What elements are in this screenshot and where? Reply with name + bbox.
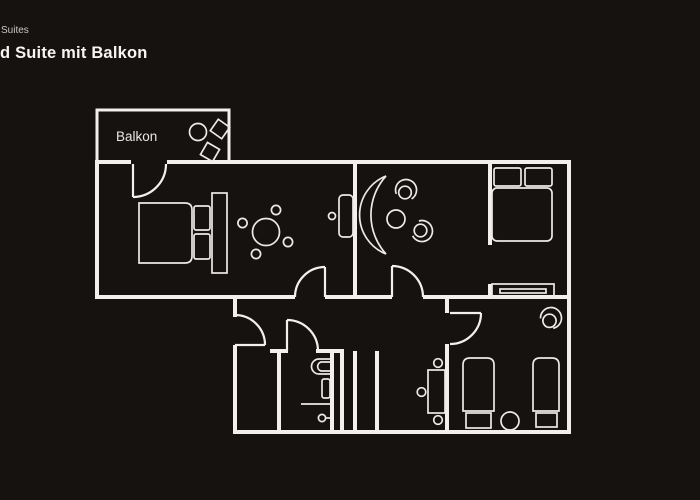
bed-pillow bbox=[465, 412, 492, 429]
vanity-stool bbox=[432, 357, 444, 369]
single-bed-mattress bbox=[532, 357, 560, 412]
sideboard-inner bbox=[499, 288, 547, 294]
dining-chair bbox=[250, 248, 262, 260]
balcony-label: Balkon bbox=[116, 129, 157, 144]
double-bed-mattress bbox=[138, 202, 193, 264]
bathroom bbox=[301, 358, 331, 423]
armchair-seat bbox=[397, 185, 413, 200]
twin-bedroom bbox=[462, 306, 563, 431]
living-room-door bbox=[390, 264, 425, 298]
coffee-table bbox=[386, 209, 406, 229]
bed-pillow bbox=[524, 167, 553, 187]
bed-pillow bbox=[493, 167, 522, 187]
double-bed-mattress bbox=[491, 187, 553, 242]
right-bedroom bbox=[491, 167, 555, 299]
armchair bbox=[539, 306, 563, 330]
walls bbox=[95, 108, 571, 434]
balcony: Balkon bbox=[116, 118, 231, 163]
living-room bbox=[358, 175, 434, 255]
dining-chair bbox=[237, 217, 248, 229]
curved-sofa bbox=[358, 175, 387, 255]
wall-lamp bbox=[327, 211, 337, 221]
toilet-seat bbox=[316, 361, 330, 372]
single-bed-mattress bbox=[462, 357, 495, 412]
shower-head bbox=[317, 413, 327, 423]
doors bbox=[131, 163, 483, 352]
dining-chair bbox=[270, 204, 282, 216]
page-title: d Suite mit Balkon bbox=[0, 44, 148, 62]
balcony-table bbox=[188, 122, 208, 142]
bed-pillow bbox=[193, 205, 211, 231]
bed-pillow bbox=[535, 412, 558, 428]
armchair bbox=[394, 178, 418, 200]
balcony-door bbox=[131, 163, 168, 199]
vanity-stool bbox=[416, 386, 427, 398]
balcony-walls bbox=[95, 108, 231, 162]
sink bbox=[321, 378, 331, 399]
left-room-door bbox=[293, 265, 327, 298]
dining-chair bbox=[282, 236, 294, 248]
left-bedroom bbox=[138, 192, 354, 274]
wall-tv bbox=[338, 194, 354, 238]
bed-headboard bbox=[211, 192, 228, 274]
balcony-chair bbox=[199, 141, 221, 163]
bathroom-inner-walls bbox=[330, 351, 379, 432]
toilet bbox=[310, 358, 330, 375]
vanity-stool bbox=[432, 414, 444, 426]
armchair bbox=[411, 219, 434, 243]
sideboard bbox=[491, 283, 555, 299]
vanity-desk bbox=[427, 369, 446, 414]
dining-table bbox=[251, 217, 281, 247]
bathroom-door bbox=[285, 318, 320, 352]
bedside-table bbox=[500, 411, 520, 431]
balcony-chair bbox=[209, 118, 231, 140]
armchair-seat bbox=[413, 223, 428, 238]
bottom-right-room-door bbox=[449, 311, 483, 346]
hallway bbox=[416, 357, 446, 426]
bed-pillow bbox=[193, 233, 211, 260]
suites-category-label: Suites bbox=[1, 25, 29, 36]
armchair-seat bbox=[542, 313, 557, 329]
entrance-door bbox=[234, 313, 267, 347]
